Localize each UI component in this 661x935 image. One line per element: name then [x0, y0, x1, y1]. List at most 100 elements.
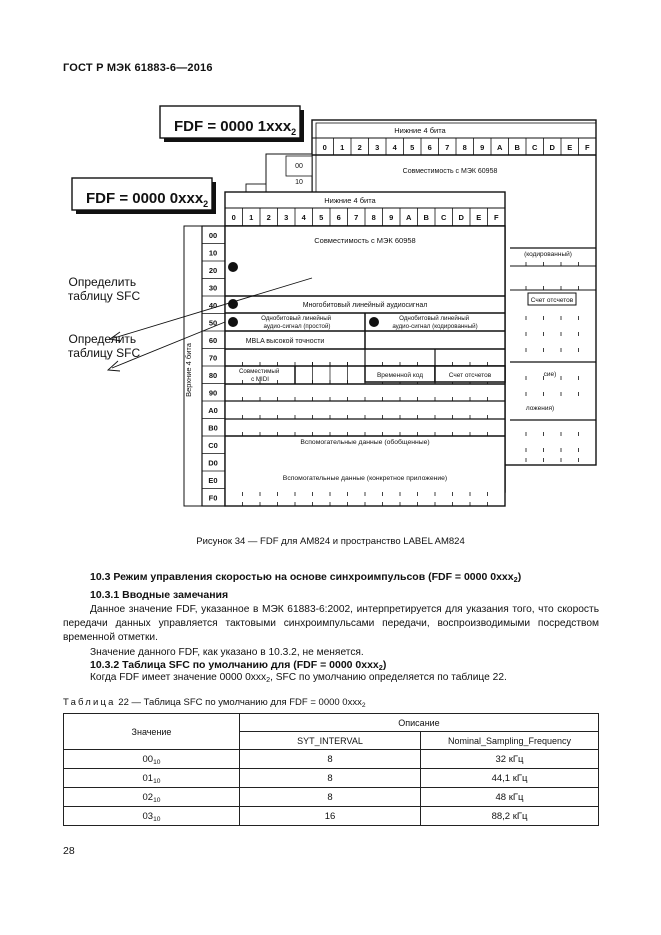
sample-count-box	[434, 365, 506, 383]
hex-col-label: 4	[393, 143, 398, 152]
paragraph-3: Когда FDF имеет значение 0000 0xxx2, SFC…	[90, 672, 507, 684]
hex-col-label: 0	[232, 213, 236, 222]
col-syt-header: SYT_INTERVAL	[239, 731, 421, 750]
hex-col-label: B	[424, 213, 430, 222]
front-upper4-label: Верхние 4 бита	[184, 342, 193, 397]
dot-20	[228, 262, 238, 272]
hex-col-label: E	[476, 213, 481, 222]
hex-col-label: 3	[284, 213, 288, 222]
hex-col-label: D	[459, 213, 465, 222]
svg-text:10: 10	[295, 179, 303, 186]
cell-sampling-frequency: 48 кГц	[420, 787, 599, 807]
compat-midi-label: Совместимый с MIDI	[239, 368, 281, 383]
front-row-label: 30	[209, 284, 217, 293]
back-partial-text-4: ложения)	[526, 405, 554, 412]
front-row-label: F0	[209, 494, 218, 503]
onebit-plain-label: Однобитовый линейный аудио-сигнал (прост…	[261, 315, 333, 330]
cell-value: 0010	[63, 749, 240, 769]
define-sfc-arrows	[106, 277, 313, 372]
page-number: 28	[63, 845, 75, 857]
hex-col-label: 1	[340, 143, 344, 152]
back-lower4-label: Нижние 4 бита	[394, 126, 446, 135]
hex-col-label: 2	[358, 143, 362, 152]
front-lower4-label: Нижние 4 бита	[324, 196, 376, 205]
front-row-label: D0	[208, 459, 218, 468]
cell-sampling-frequency: 44,1 кГц	[420, 768, 599, 788]
back-compat-label: Совместимость с МЭК 60958	[403, 168, 498, 175]
dot-50a	[228, 317, 238, 327]
hex-col-label: D	[550, 143, 556, 152]
front-row-label: 80	[209, 371, 217, 380]
subsection-title-1: 10.3.1 Вводные замечания	[90, 589, 229, 601]
paragraph-1: Данное значение FDF, указанное в МЭК 618…	[63, 604, 599, 643]
front-row-label: C0	[208, 441, 218, 450]
hex-col-label: 6	[428, 143, 432, 152]
hex-col-label: 6	[337, 213, 341, 222]
mbla-hp-label: MBLA высокой точности	[246, 337, 325, 345]
front-row-label: 20	[209, 266, 217, 275]
col-value-header: Значение	[63, 713, 240, 750]
hex-col-label: 5	[319, 213, 323, 222]
cell-sampling-frequency: 88,2 кГц	[420, 806, 599, 826]
front-compat-label: Совместимость с МЭК 60958	[314, 236, 415, 245]
hex-col-label: 3	[375, 143, 379, 152]
section-title: 10.3 Режим управления скоростью на основ…	[90, 571, 522, 584]
sfc-table: Значение Описание SYT_INTERVAL Nominal_S…	[63, 713, 599, 826]
hex-col-label: F	[585, 143, 590, 152]
sample-count-label: Счет отсчетов	[449, 372, 492, 379]
front-row-label: 40	[209, 301, 217, 310]
multibit-linear-label: Многобитовый линейный аудиосигнал	[303, 301, 428, 309]
svg-text:00: 00	[295, 163, 303, 170]
back-partial-sample-count: Счет отсчетов	[531, 297, 574, 304]
hex-col-label: 0	[323, 143, 327, 152]
front-row-label: 10	[209, 249, 217, 258]
aux-specific-label: Вспомогательные данные (конкретное прило…	[283, 475, 447, 482]
hex-col-label: 2	[267, 213, 271, 222]
time-code-label: Временной код	[377, 371, 423, 379]
cell-syt-interval: 8	[239, 787, 421, 807]
table-caption: Таблица 22 — Таблица SFC по умолчанию дл…	[63, 697, 366, 709]
cell-sampling-frequency: 32 кГц	[420, 749, 599, 769]
onebit-encoded-label: Однобитовый линейный аудио-сигнал (кодир…	[392, 315, 477, 330]
hex-col-label: C	[441, 213, 447, 222]
cell-syt-interval: 8	[239, 768, 421, 788]
figure-caption: Рисунок 34 — FDF для AM824 и пространств…	[196, 536, 465, 547]
hex-col-label: 7	[445, 143, 449, 152]
hex-col-label: C	[532, 143, 538, 152]
aux-general-label: Вспомогательные данные (обобщенные)	[300, 438, 429, 446]
cell-value: 0210	[63, 787, 240, 807]
back-partial-encoded: (кодированный)	[524, 250, 572, 258]
front-row-label: 00	[209, 231, 217, 240]
col-nsf-header: Nominal_Sampling_Frequency	[420, 731, 599, 750]
hex-col-label: F	[494, 213, 499, 222]
hex-col-label: B	[515, 143, 521, 152]
svg-text:FDF = 0000 0xxx2: FDF = 0000 0xxx2	[86, 190, 208, 209]
hex-col-label: 8	[372, 213, 376, 222]
hex-col-label: 4	[302, 213, 307, 222]
hex-col-label: 9	[480, 143, 484, 152]
back-partial-text-3: сие)	[544, 371, 557, 378]
front-row-label: 90	[209, 389, 217, 398]
hex-col-label: 9	[389, 213, 393, 222]
col-desc-header: Описание	[239, 713, 599, 732]
hex-col-label: 8	[463, 143, 467, 152]
subsection-title-2: 10.3.2 Таблица SFC по умолчанию для (FDF…	[90, 659, 387, 672]
hex-col-label: E	[567, 143, 572, 152]
hex-col-label: A	[406, 213, 412, 222]
hex-col-label: A	[497, 143, 503, 152]
cell-syt-interval: 16	[239, 806, 421, 826]
fdf-1xxx-box: FDF = 0000 1xxx2	[159, 105, 304, 142]
cell-value: 0310	[63, 806, 240, 826]
fdf-0xxx-box: FDF = 0000 0xxx2	[71, 177, 216, 214]
define-sfc-label-2: Определить таблицу SFC	[68, 332, 141, 360]
front-row-label: 70	[209, 354, 217, 363]
hex-col-label: 1	[249, 213, 253, 222]
cell-value: 0110	[63, 768, 240, 788]
svg-text:FDF = 0000 1xxx2: FDF = 0000 1xxx2	[174, 118, 296, 137]
